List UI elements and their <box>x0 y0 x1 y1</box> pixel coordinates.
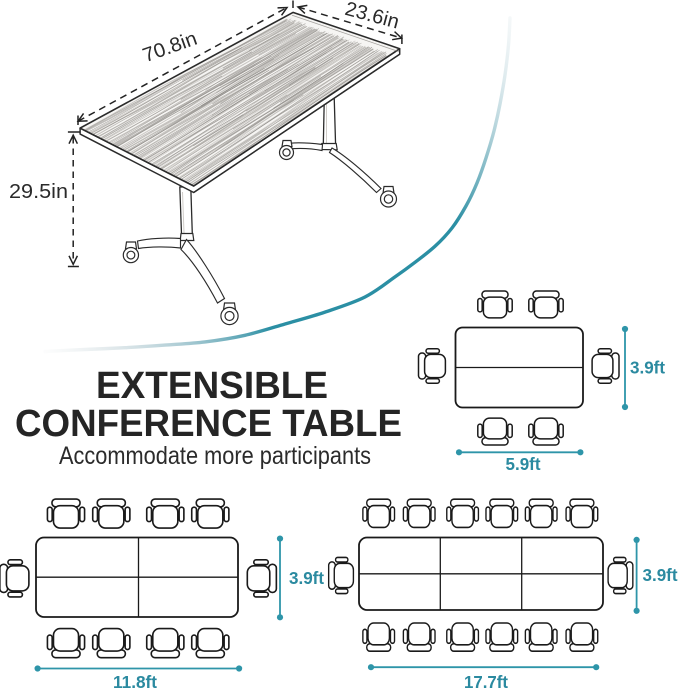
svg-text:3.9ft: 3.9ft <box>630 358 665 378</box>
svg-text:3.9ft: 3.9ft <box>643 565 678 585</box>
svg-text:11.8ft: 11.8ft <box>113 672 157 690</box>
svg-text:CONFERENCE TABLE: CONFERENCE TABLE <box>15 403 402 445</box>
svg-text:EXTENSIBLE: EXTENSIBLE <box>96 365 328 407</box>
svg-text:3.9ft: 3.9ft <box>289 568 324 588</box>
svg-text:Accommodate more participants: Accommodate more participants <box>59 442 371 470</box>
svg-text:5.9ft: 5.9ft <box>506 454 541 474</box>
svg-text:29.5in: 29.5in <box>9 181 68 203</box>
svg-text:17.7ft: 17.7ft <box>464 672 508 690</box>
